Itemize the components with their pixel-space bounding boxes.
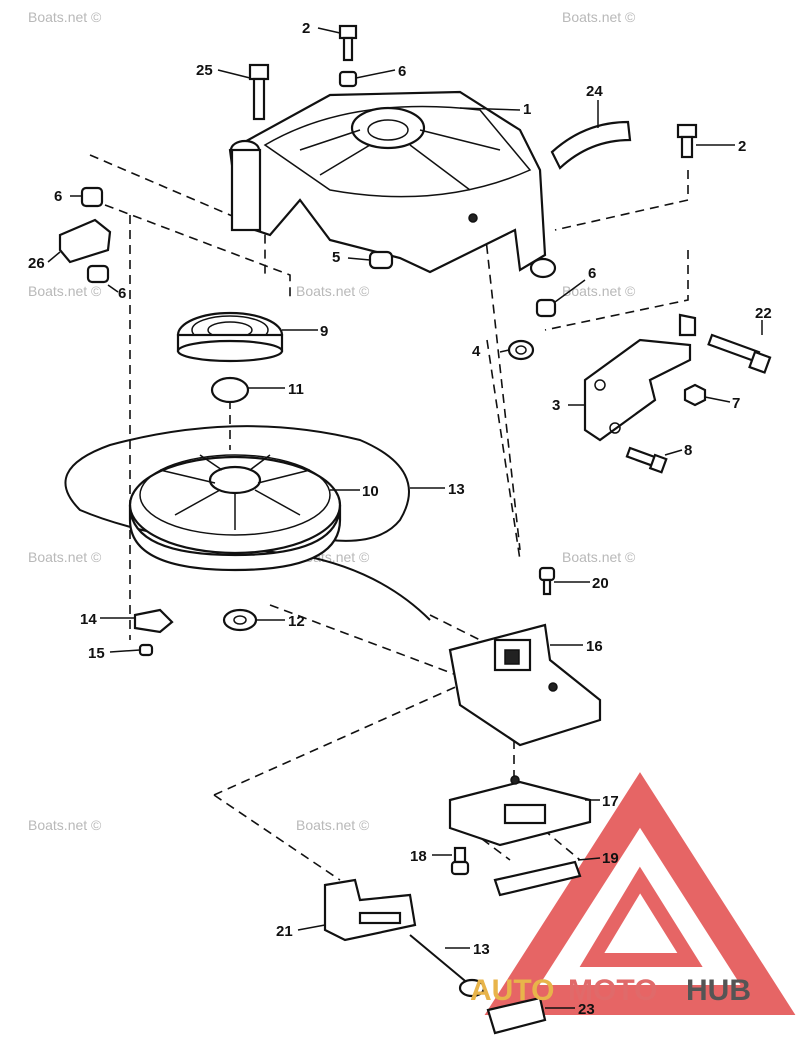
watermark-text: Boats.net © bbox=[28, 9, 102, 25]
cap-11 bbox=[210, 376, 250, 404]
starter-housing bbox=[228, 90, 557, 279]
callout-18: 18 bbox=[410, 848, 427, 865]
nut-6-top bbox=[338, 70, 358, 88]
callout-7: 7 bbox=[732, 395, 740, 412]
handle-21 bbox=[323, 878, 417, 942]
washer-4 bbox=[507, 339, 535, 361]
callout-25: 26 bbox=[28, 255, 45, 272]
logo-triangle bbox=[484, 772, 796, 1015]
watermark-text: Boats.net © bbox=[296, 817, 370, 833]
logo-word-auto: AUTO bbox=[470, 974, 554, 1007]
bolt-2-right bbox=[676, 123, 698, 159]
callout-2: 2 bbox=[302, 20, 310, 37]
bolt-24 bbox=[248, 63, 270, 121]
bracket-25 bbox=[58, 218, 112, 264]
watermark-text: Boats.net © bbox=[296, 283, 370, 299]
callout-10: 10 bbox=[362, 483, 379, 500]
plate-19 bbox=[493, 860, 582, 897]
callout-6: 6 bbox=[118, 285, 126, 302]
callout-16: 16 bbox=[586, 638, 603, 655]
screw-20 bbox=[538, 566, 556, 596]
watermark-text: Boats.net © bbox=[28, 817, 102, 833]
automotohub-wordmark: AUTO MOTO HUB bbox=[470, 974, 751, 1007]
callout-13: 13 bbox=[473, 941, 490, 958]
automotohub-logo bbox=[484, 772, 796, 1015]
callout-19: 19 bbox=[602, 850, 619, 867]
callout-12: 12 bbox=[288, 613, 305, 630]
callout-8: 8 bbox=[684, 442, 692, 459]
logo-word-moto: MOTO bbox=[568, 974, 657, 1007]
callout-3: 3 bbox=[552, 397, 560, 414]
logo-word-hub: HUB bbox=[686, 974, 751, 1007]
callout-6: 6 bbox=[588, 265, 596, 282]
callout-labels: 2 6 25 1 24 2 6 26 6 5 6 4 22 3 7 8 9 11… bbox=[28, 20, 772, 1018]
nut-6-right bbox=[535, 298, 557, 318]
watermark-text: Boats.net © bbox=[562, 9, 636, 25]
handle-bracket-16 bbox=[448, 623, 602, 747]
nut-6-left-lower bbox=[86, 264, 110, 284]
spring-9 bbox=[176, 311, 284, 363]
logo-inner-triangle bbox=[579, 866, 703, 967]
callout-14: 14 bbox=[80, 611, 97, 628]
callout-20: 20 bbox=[592, 575, 609, 592]
assembly-lines bbox=[89, 154, 689, 881]
rope-13-lower bbox=[409, 934, 471, 986]
callout-6: 6 bbox=[398, 63, 406, 80]
washer-12 bbox=[222, 608, 258, 632]
callout-22: 23 bbox=[578, 1001, 595, 1018]
grommet-5 bbox=[368, 250, 394, 270]
anchor-22 bbox=[458, 978, 547, 1035]
clip-14 bbox=[133, 608, 174, 634]
callout-4: 4 bbox=[472, 343, 481, 360]
bolt-8 bbox=[625, 446, 668, 474]
callout-6: 6 bbox=[54, 188, 62, 205]
callout-2: 2 bbox=[738, 138, 746, 155]
callout-24: 25 bbox=[196, 62, 213, 79]
nut-6-left bbox=[80, 186, 104, 208]
nut-7 bbox=[683, 383, 707, 407]
watermark-text: Boats.net © bbox=[562, 549, 636, 565]
bracket-3 bbox=[583, 313, 697, 442]
strip-part bbox=[550, 120, 632, 170]
leader-lines bbox=[47, 27, 763, 1009]
callout-23: 24 bbox=[586, 83, 603, 100]
screw-18 bbox=[450, 846, 470, 876]
bolt-2-top bbox=[338, 24, 358, 62]
callout-17: 17 bbox=[602, 793, 619, 810]
bolt-26 bbox=[707, 333, 772, 374]
callout-5: 5 bbox=[332, 249, 340, 266]
watermark-text: Boats.net © bbox=[28, 283, 102, 299]
callout-11: 11 bbox=[288, 381, 304, 398]
watermark-text: Boats.net © bbox=[28, 549, 102, 565]
watermark-text: Boats.net © bbox=[562, 283, 636, 299]
plate-17 bbox=[448, 775, 592, 847]
pulley-10 bbox=[128, 454, 342, 572]
screw-15 bbox=[138, 643, 154, 657]
callout-26: 22 bbox=[755, 305, 772, 322]
callout-21: 21 bbox=[276, 923, 293, 940]
watermarks: Boats.net © Boats.net © Boats.net © Boat… bbox=[28, 9, 636, 833]
callout-1: 1 bbox=[523, 101, 531, 118]
callout-13: 13 bbox=[448, 481, 465, 498]
callout-15: 15 bbox=[88, 645, 105, 662]
callout-9: 9 bbox=[320, 323, 328, 340]
